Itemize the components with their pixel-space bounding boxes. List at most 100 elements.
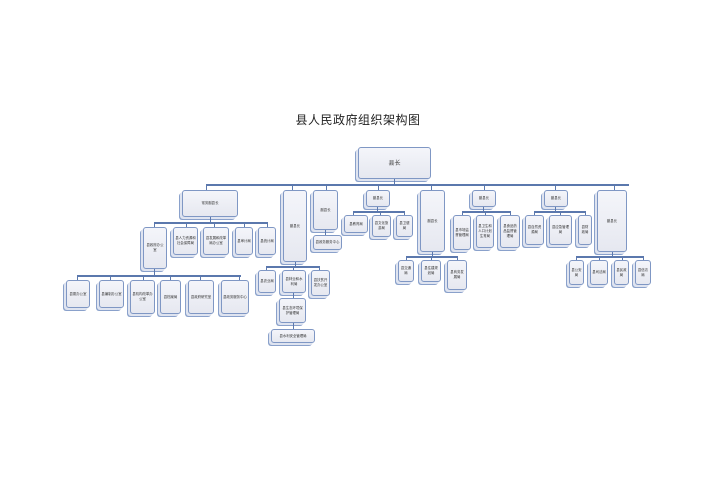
dept-node: 县应急管理局 [549, 215, 572, 245]
connector [378, 184, 380, 190]
connector [576, 256, 644, 258]
dept-node: 县住建规划局 [421, 260, 441, 282]
connector [293, 293, 295, 298]
dept-node: 县民政局 [614, 260, 629, 285]
branch-node: 副县长 [366, 190, 390, 207]
connector [154, 222, 268, 224]
page-title: 县人民政府组织架构图 [295, 113, 421, 127]
branch-node: 副县长 [472, 190, 496, 207]
branch-label: 副县长 [372, 196, 384, 200]
dept-label: 县林业和水利局 [285, 276, 303, 286]
root-label: 县长 [388, 159, 401, 167]
branch-label: 副县长 [550, 196, 562, 200]
dept-node: 县农业局 [258, 270, 276, 293]
connector [432, 252, 434, 257]
connector [325, 230, 327, 235]
dept-label: 县文化旅游局 [374, 221, 389, 230]
dept-label: 县住建规划局 [424, 266, 438, 275]
connector [293, 266, 295, 270]
connector [77, 275, 79, 280]
connector [462, 211, 511, 213]
connector [555, 207, 557, 212]
connector [293, 323, 295, 329]
dept-node: 县扶贫开发办公室 [311, 270, 330, 296]
root-node: 县长 [358, 147, 431, 179]
office-node: 县委办公室 [66, 280, 90, 308]
dept-node: 县食品药品监督管理局 [500, 215, 520, 248]
office-label: 县政府研究室 [190, 294, 212, 299]
dept-node: 县卫健局 [396, 215, 413, 237]
branch-label: 常务副县长 [201, 201, 219, 205]
dept-node: 县林业和水利局 [282, 270, 306, 293]
dept-node: 县发展和改革局办公室 [203, 227, 229, 255]
dept-label: 县农业局 [260, 279, 274, 283]
office-node: 县档案局 [160, 280, 181, 314]
connector [612, 252, 614, 257]
dept-label: 县商务发展局 [450, 270, 464, 279]
dept-label: 县卫健局 [399, 221, 410, 230]
office-node: 县政务服务中心 [221, 280, 249, 314]
dept-label: 县水利安全管理局 [279, 333, 307, 338]
branch-node: 副县长 [544, 190, 568, 207]
dept-label: 县司法局 [592, 270, 606, 274]
office-label: 县政务服务中心 [223, 294, 247, 299]
connector [614, 184, 616, 190]
branch-node: 副县长 [283, 190, 307, 262]
connector [404, 211, 406, 215]
connector [622, 256, 624, 260]
dept-node: 县教育局 [344, 215, 368, 233]
branch-node: 副县长 [313, 190, 338, 230]
dept-node: 县市场监督管理局 [453, 215, 471, 250]
connector [377, 207, 379, 212]
connector [266, 266, 268, 270]
connector [292, 184, 294, 190]
connector [206, 184, 208, 190]
dept-node: 县卫生和人口计划生育局 [476, 215, 494, 248]
branch-node: 常务副县长 [182, 190, 238, 217]
dept-node: 县政务服务中心 [313, 235, 342, 250]
connector [295, 262, 297, 267]
dept-node: 县信访局 [635, 260, 651, 285]
branch-label: 副县长 [320, 207, 331, 212]
office-label: 县委办公室 [69, 291, 87, 296]
connector [406, 256, 408, 260]
dept-label: 县公安局 [571, 267, 582, 277]
dept-label: 县统计局 [260, 238, 274, 243]
connector [319, 266, 321, 270]
connector [457, 256, 459, 260]
connector [576, 256, 578, 260]
dept-label: 县教育局 [349, 221, 363, 226]
dept-node: 县公安局 [569, 260, 584, 285]
connector [643, 256, 645, 260]
dept-node: 县商务发展局 [447, 260, 467, 290]
connector [244, 222, 246, 227]
connector [599, 256, 601, 260]
dept-label: 县卫生和人口计划生育局 [478, 224, 492, 238]
dept-label: 县扶贫开发办公室 [313, 278, 328, 287]
connector [560, 211, 562, 215]
connector [214, 222, 216, 227]
connector [200, 275, 202, 280]
dept-node: 县财政局 [578, 215, 592, 245]
connector [143, 275, 145, 280]
connector [267, 222, 269, 227]
connector [170, 275, 172, 280]
dept-node: 县自然资源局 [525, 215, 544, 245]
connector [206, 184, 629, 186]
dept-label: 县发展和改革局办公室 [205, 236, 227, 245]
branch-node: 副县长 [597, 190, 627, 252]
dept-label: 县市场监督管理局 [455, 227, 469, 237]
office-node: 县政府研究室 [188, 280, 214, 314]
connector [534, 211, 536, 215]
connector [483, 207, 485, 212]
dept-label: 县财政局 [581, 225, 589, 234]
dept-label: 县审计局 [237, 238, 251, 243]
dept-label: 县政府办公室 [146, 243, 164, 252]
connector [380, 211, 382, 215]
dept-label: 县交通局 [400, 266, 412, 275]
dept-node: 县审计局 [235, 227, 253, 255]
connector [431, 256, 433, 260]
dept-node: 县交通局 [398, 260, 414, 282]
dept-label: 县政务服务中心 [315, 240, 340, 244]
dept-label: 县应急管理局 [552, 225, 569, 234]
